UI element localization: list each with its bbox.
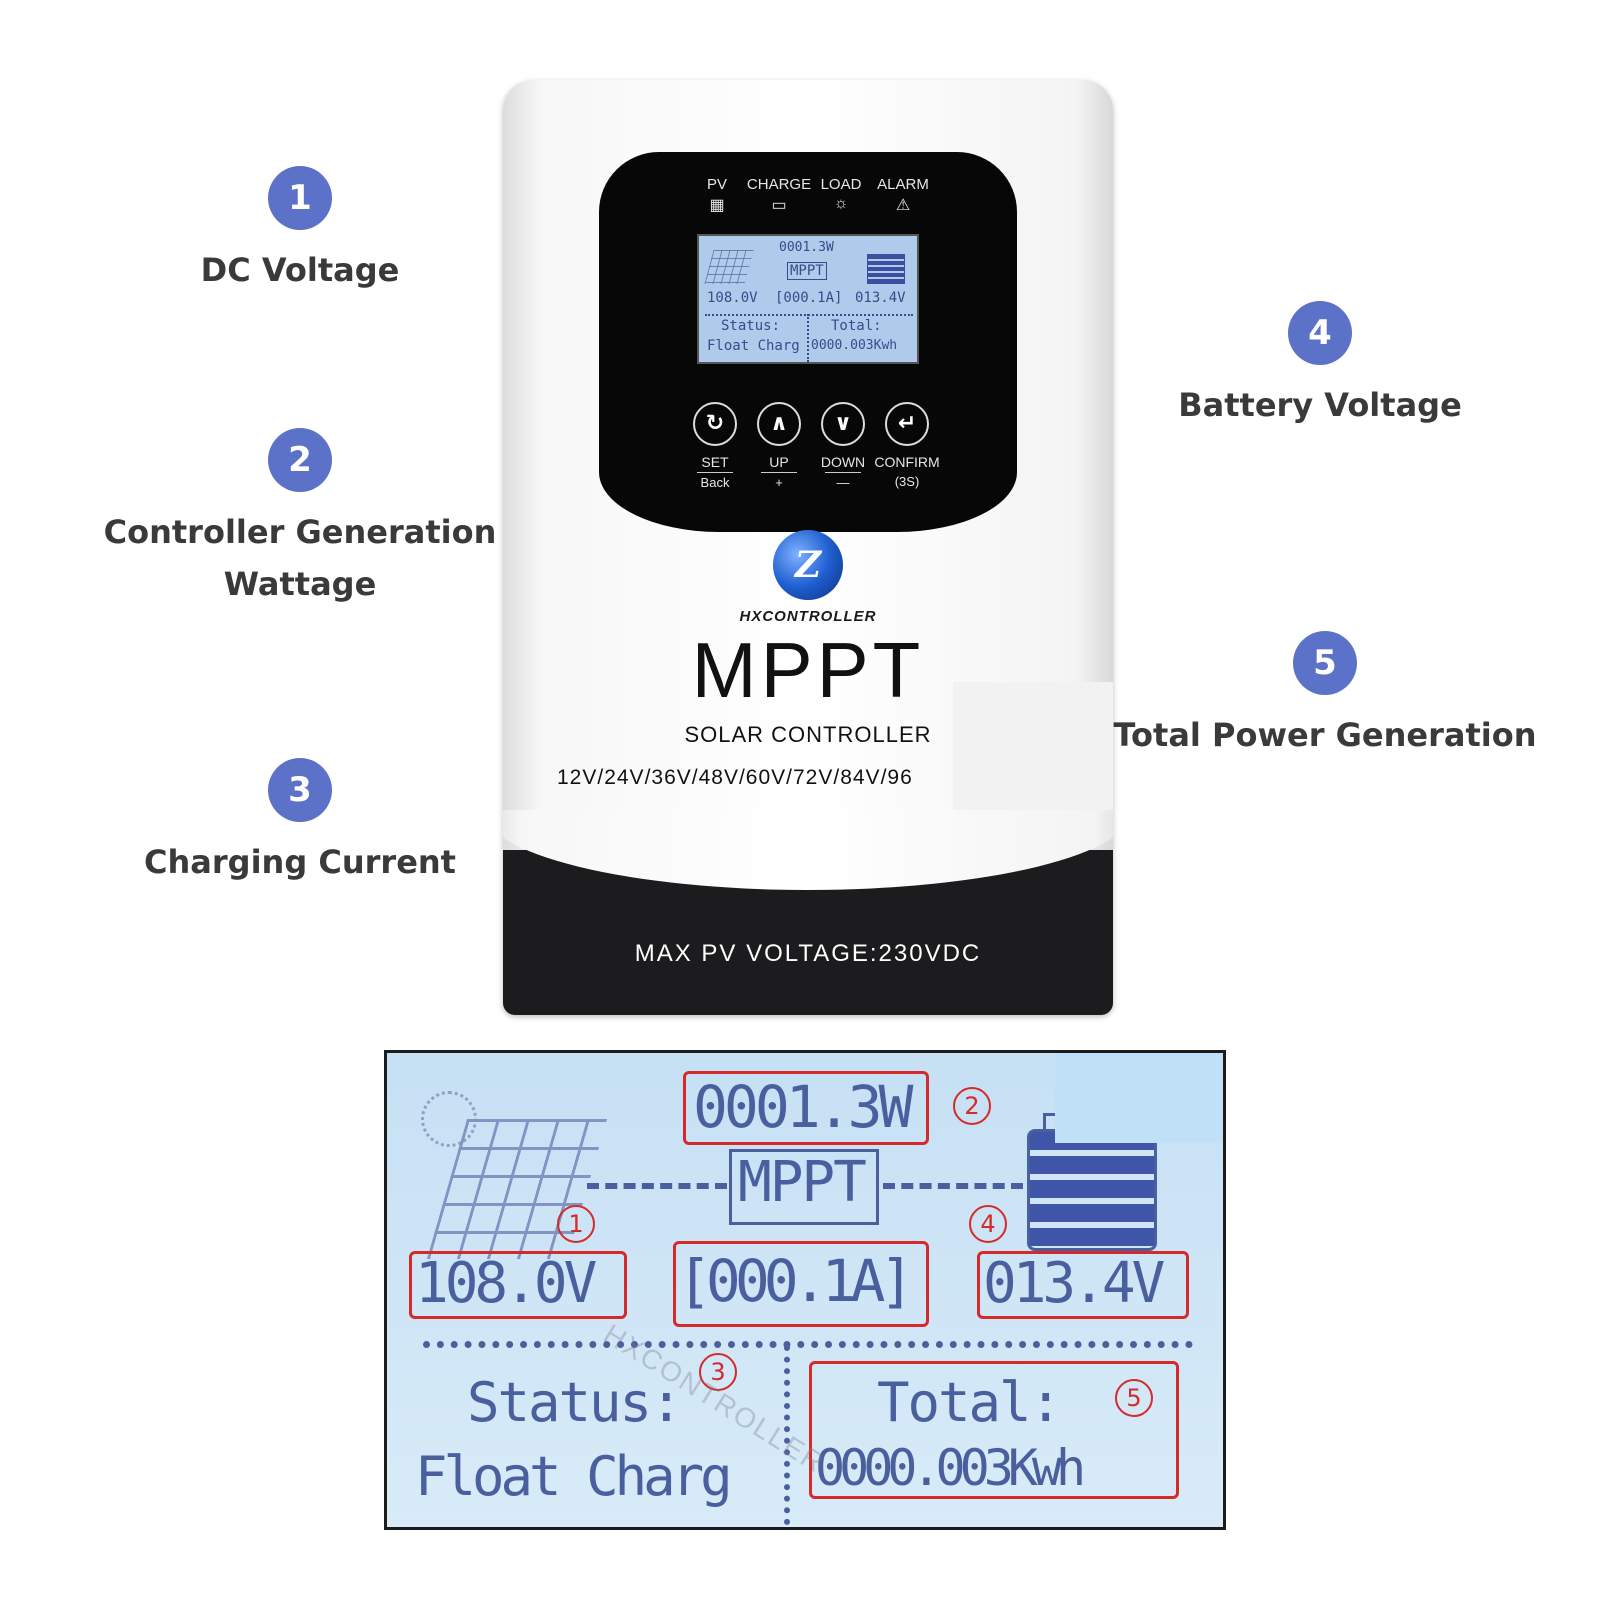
- lcd-pv-voltage: 108.0V: [415, 1251, 597, 1316]
- image-patch: [953, 682, 1113, 832]
- wire-line: [587, 1183, 727, 1189]
- callout-dc-voltage: 1 DC Voltage: [100, 166, 500, 296]
- callout-battery-voltage: 4 Battery Voltage: [1120, 301, 1520, 431]
- lcd-battery-voltage: 013.4V: [983, 1251, 1165, 1316]
- lcd-current: [000.1A]: [677, 1247, 914, 1315]
- mppt-controller-device: PV ▦ CHARGE ▭ LOAD ☼ ALARM ⚠ 0001.3W MPP…: [503, 80, 1113, 1015]
- button-sublabel: Back: [697, 472, 733, 490]
- highlight-current: [673, 1241, 929, 1327]
- chevron-up-icon: ∧: [757, 402, 801, 446]
- callout-controller-wattage: 2 Controller Generation Wattage: [100, 428, 500, 610]
- callout-number-2: 2: [268, 428, 332, 492]
- lcd-status-value: Float Charg: [707, 338, 800, 354]
- lcd-separator: [784, 1345, 790, 1525]
- down-button[interactable]: ∨ DOWN —: [803, 402, 883, 490]
- lcd-power: 0001.3W: [779, 240, 834, 255]
- solar-panel-icon: [704, 250, 754, 284]
- callout-label-line: Wattage: [223, 565, 377, 603]
- highlight-pv-voltage: [409, 1251, 627, 1319]
- marker-2: 2: [953, 1087, 991, 1125]
- up-button[interactable]: ∧ UP +: [739, 402, 819, 490]
- highlight-total: [809, 1361, 1179, 1499]
- device-title: MPPT: [691, 626, 925, 714]
- button-label: UP: [769, 454, 789, 470]
- chevron-down-icon: ∨: [821, 402, 865, 446]
- lcd-total-label: Total:: [831, 318, 882, 334]
- lcd-total-value: 0000.003Kwh: [811, 338, 898, 353]
- callout-charging-current: 3 Charging Current: [100, 758, 500, 888]
- marker-3: 3: [699, 1353, 737, 1391]
- battery-icon: [867, 254, 905, 284]
- device-lcd-screen: 0001.3W MPPT 108.0V [000.1A] 013.4V Stat…: [697, 234, 919, 364]
- bulb-icon: ☼: [833, 195, 849, 212]
- callout-label: Total Power Generation: [1113, 716, 1537, 754]
- lcd-pv-voltage: 108.0V: [707, 290, 758, 306]
- voltage-range: 12V/24V/36V/48V/60V/72V/84V/96: [557, 766, 913, 789]
- indicator-label: PV: [706, 176, 727, 193]
- indicator-alarm: ALARM ⚠: [863, 176, 943, 215]
- brand-logo-icon: Z: [773, 530, 843, 600]
- callout-number-4: 4: [1288, 301, 1352, 365]
- solar-grid-icon: ▦: [709, 197, 725, 214]
- indicator-load: LOAD ☼: [801, 176, 881, 213]
- lcd-total-label: Total:: [877, 1371, 1062, 1434]
- callout-number-3: 3: [268, 758, 332, 822]
- highlight-power: [683, 1071, 929, 1145]
- confirm-button[interactable]: ↵ CONFIRM (3S): [867, 402, 947, 489]
- callout-label: Battery Voltage: [1178, 386, 1462, 424]
- button-sublabel: —: [825, 472, 861, 490]
- image-patch: [1055, 1053, 1223, 1143]
- lcd-total-value: 0000.003Kwh: [815, 1439, 1086, 1497]
- lcd-status-value: Float Charg: [415, 1445, 733, 1508]
- callout-label-line: Controller Generation: [103, 513, 497, 551]
- lcd-separator: [423, 1341, 1193, 1348]
- lcd-zoom-view: MPPT 0001.3W 2 1 4 108.0V [000.1A] 013.4…: [384, 1050, 1226, 1530]
- indicator-label: CHARGE: [746, 176, 812, 193]
- indicator-label: LOAD: [820, 176, 862, 193]
- lcd-separator: [807, 314, 809, 362]
- lcd-separator: [705, 314, 913, 316]
- mppt-box: MPPT: [729, 1149, 879, 1225]
- button-label: DOWN: [820, 454, 866, 470]
- lcd-mode: MPPT: [738, 1150, 867, 1215]
- indicator-label: ALARM: [877, 176, 929, 193]
- lcd-status-label: Status:: [721, 318, 781, 334]
- lcd-power: 0001.3W: [693, 1073, 913, 1141]
- button-sublabel: (3S): [894, 474, 920, 489]
- callout-label: Charging Current: [144, 843, 456, 881]
- button-sublabel: +: [761, 472, 797, 490]
- device-subtitle: SOLAR CONTROLLER: [684, 722, 932, 747]
- lcd-mode: MPPT: [787, 262, 827, 280]
- button-label: CONFIRM: [874, 454, 940, 470]
- max-pv-voltage: MAX PV VOLTAGE:230VDC: [634, 940, 982, 967]
- callout-label: DC Voltage: [200, 251, 400, 289]
- highlight-battery-voltage: [977, 1251, 1189, 1319]
- marker-1: 1: [557, 1205, 595, 1243]
- warning-icon: ⚠: [895, 197, 911, 214]
- indicator-charge: CHARGE ▭: [739, 176, 819, 215]
- lcd-current: [000.1A]: [775, 290, 843, 306]
- callout-total-power: 5 Total Power Generation: [1110, 631, 1540, 761]
- brand-name: HXCONTROLLER: [739, 608, 877, 625]
- indicator-pv: PV ▦: [677, 176, 757, 215]
- control-panel: PV ▦ CHARGE ▭ LOAD ☼ ALARM ⚠ 0001.3W MPP…: [599, 152, 1017, 532]
- indicator-row: PV ▦ CHARGE ▭ LOAD ☼ ALARM ⚠: [599, 176, 1017, 226]
- device-base: [503, 810, 1113, 1015]
- lcd-status-label: Status:: [467, 1371, 683, 1434]
- marker-4: 4: [969, 1205, 1007, 1243]
- callout-number-5: 5: [1293, 631, 1357, 695]
- set-button[interactable]: ↻ SET Back: [675, 402, 755, 490]
- cycle-icon: ↻: [693, 402, 737, 446]
- battery-icon: [1027, 1129, 1157, 1251]
- battery-icon: ▭: [771, 197, 787, 214]
- callout-number-1: 1: [268, 166, 332, 230]
- enter-icon: ↵: [885, 402, 929, 446]
- button-label: SET: [701, 454, 729, 470]
- lcd-battery-voltage: 013.4V: [855, 290, 906, 306]
- marker-5: 5: [1115, 1379, 1153, 1417]
- wire-line: [883, 1183, 1023, 1189]
- callout-label: Controller Generation Wattage: [100, 506, 500, 610]
